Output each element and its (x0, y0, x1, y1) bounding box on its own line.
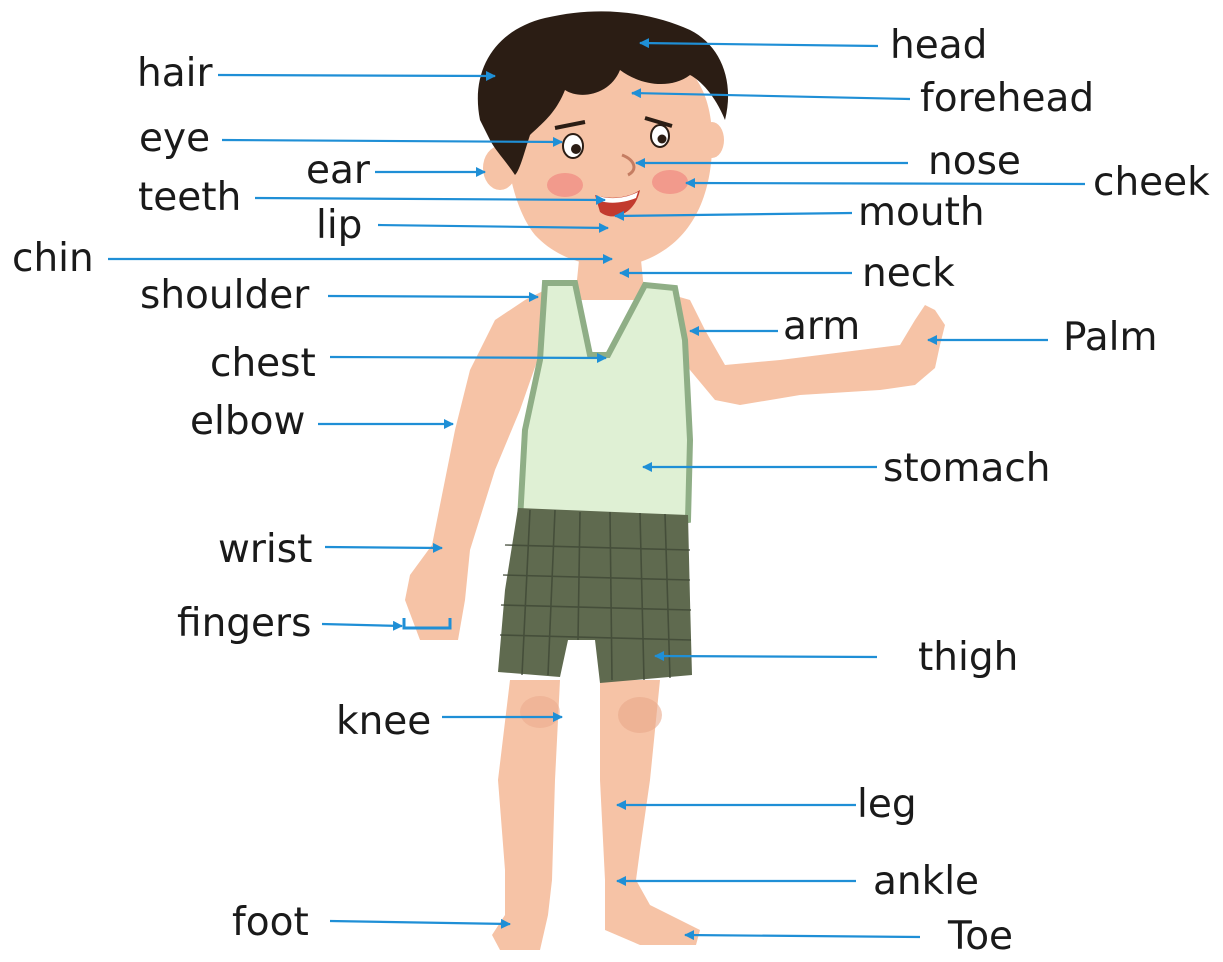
label-nose: nose (928, 142, 1021, 181)
ear-shape-right (700, 122, 724, 158)
arrow-hair (218, 75, 495, 76)
label-palm: Palm (1063, 318, 1158, 357)
arrow-cheek (686, 183, 1085, 184)
label-stomach: stomach (883, 449, 1051, 488)
label-ankle: ankle (873, 862, 979, 901)
knee-shade-2 (520, 696, 560, 728)
vest (520, 283, 690, 530)
arrow-fingers (322, 624, 402, 626)
label-leg: leg (857, 785, 917, 824)
label-neck: neck (862, 254, 955, 293)
cheek-left (547, 173, 583, 197)
arrow-wrist (325, 547, 442, 548)
knee-shade (618, 697, 662, 733)
label-toe: Toe (948, 917, 1013, 956)
label-thigh: thigh (918, 638, 1018, 677)
label-chin: chin (12, 239, 94, 278)
label-foot: foot (232, 903, 309, 942)
label-mouth: mouth (858, 193, 985, 232)
label-elbow: elbow (190, 402, 305, 441)
label-chest: chest (210, 344, 316, 383)
label-arm: arm (783, 307, 860, 346)
label-ear: ear (306, 151, 370, 190)
label-lip: lip (316, 206, 362, 245)
label-forehead: forehead (920, 79, 1094, 118)
label-eye: eye (139, 119, 210, 158)
label-wrist: wrist (218, 530, 312, 569)
label-knee: knee (336, 702, 431, 741)
label-cheek: cheek (1093, 163, 1210, 202)
arrow-toe (685, 935, 920, 937)
pupil-right (658, 135, 667, 144)
label-teeth: teeth (138, 178, 241, 217)
pupil-left (571, 144, 581, 154)
arrow-shoulder (328, 296, 538, 297)
label-shoulder: shoulder (140, 276, 309, 315)
label-head: head (890, 26, 987, 65)
label-fingers: fingers (177, 604, 311, 643)
arrow-thigh (655, 656, 877, 657)
label-hair: hair (137, 54, 213, 93)
arrow-foot (330, 921, 510, 924)
cheek-right (652, 170, 688, 194)
arrow-chest (330, 357, 606, 358)
